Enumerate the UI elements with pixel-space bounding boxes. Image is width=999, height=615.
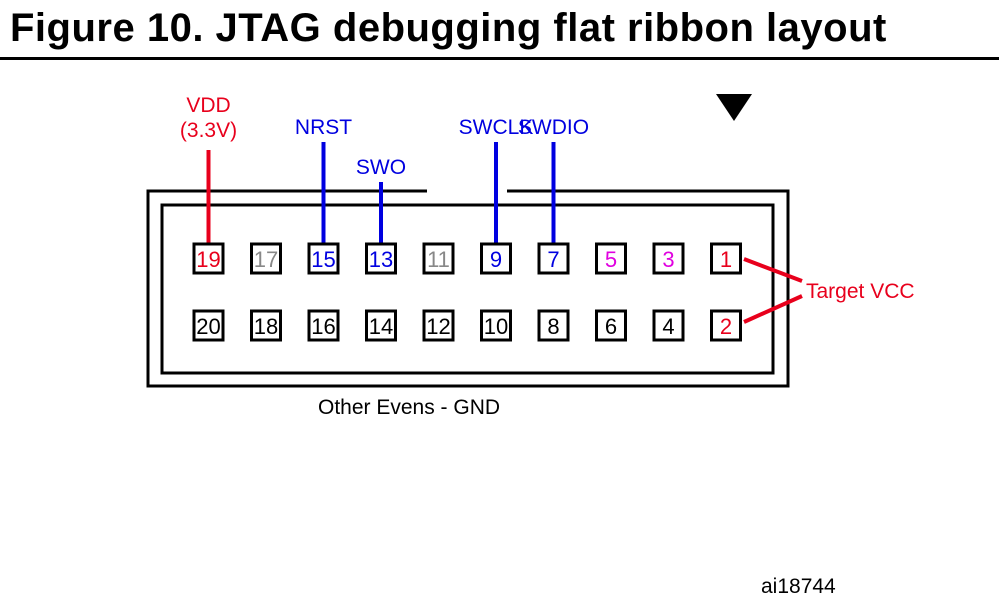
pin-18: 18 bbox=[250, 309, 282, 342]
pin-6-number: 6 bbox=[605, 314, 617, 339]
pin-19-number: 19 bbox=[196, 247, 220, 272]
swdio-label: SWDIO bbox=[518, 116, 589, 139]
figure-id: ai18744 bbox=[761, 575, 836, 598]
pin-8-number: 8 bbox=[547, 314, 559, 339]
swo-label: SWO bbox=[356, 156, 406, 179]
pin-3-box bbox=[652, 242, 685, 275]
pin-10-box bbox=[480, 309, 512, 342]
pin-1: 1 bbox=[710, 242, 742, 275]
vdd-label: VDD bbox=[186, 94, 230, 117]
pin-8: 8 bbox=[537, 309, 570, 342]
pin-18-box bbox=[250, 309, 282, 342]
pin-2-box bbox=[710, 309, 742, 342]
pin-18-number: 18 bbox=[254, 314, 278, 339]
pin-16: 16 bbox=[307, 309, 340, 342]
pin-8-box bbox=[537, 309, 570, 342]
pin-20: 20 bbox=[192, 309, 225, 342]
pin-14-number: 14 bbox=[369, 314, 393, 339]
pin-16-box bbox=[307, 309, 340, 342]
nrst-label: NRST bbox=[295, 116, 352, 139]
pin-4: 4 bbox=[652, 309, 685, 342]
pin-12-box bbox=[422, 309, 455, 342]
pin-13-number: 13 bbox=[369, 247, 393, 272]
pin-17-box bbox=[250, 242, 282, 275]
pin-7-number: 7 bbox=[547, 247, 559, 272]
pin-7-box bbox=[537, 242, 570, 275]
pin-6-box bbox=[595, 309, 627, 342]
pin-11-box bbox=[422, 242, 455, 275]
pin-20-box bbox=[192, 309, 225, 342]
pin-4-box bbox=[652, 309, 685, 342]
pin-9-number: 9 bbox=[490, 247, 502, 272]
pin-16-number: 16 bbox=[311, 314, 335, 339]
pin-12: 12 bbox=[422, 309, 455, 342]
pin-1-number: 1 bbox=[720, 247, 732, 272]
pin-13-box bbox=[365, 242, 397, 275]
pin-2-number: 2 bbox=[720, 314, 732, 339]
pin-9: 9 bbox=[480, 242, 512, 275]
pin-17-number: 17 bbox=[254, 247, 278, 272]
pin-6: 6 bbox=[595, 309, 627, 342]
other-evens-gnd-note: Other Evens - GND bbox=[318, 396, 500, 419]
pin-20-number: 20 bbox=[196, 314, 220, 339]
pin-14: 14 bbox=[365, 309, 397, 342]
pin-11-number: 11 bbox=[427, 247, 450, 272]
title-divider bbox=[0, 57, 999, 60]
pin-1-box bbox=[710, 242, 742, 275]
pin-7: 7 bbox=[537, 242, 570, 275]
swclk-label: SWCLK bbox=[459, 116, 534, 139]
connector-inner-frame bbox=[160, 203, 775, 375]
pin-14-box bbox=[365, 309, 397, 342]
pin-2: 2 bbox=[710, 309, 742, 342]
pin-5: 5 bbox=[595, 242, 627, 275]
pin-12-number: 12 bbox=[426, 314, 450, 339]
pin-5-number: 5 bbox=[605, 247, 617, 272]
pin-17: 17 bbox=[250, 242, 282, 275]
pin-15: 15 bbox=[307, 242, 340, 275]
pin-13: 13 bbox=[365, 242, 397, 275]
pin-3: 3 bbox=[652, 242, 685, 275]
pin-11: 11 bbox=[422, 242, 455, 275]
target-vcc-lead-pin2 bbox=[743, 294, 803, 324]
pin-4-number: 4 bbox=[662, 314, 674, 339]
target-vcc-label: Target VCC bbox=[806, 280, 915, 303]
pin-10-number: 10 bbox=[484, 314, 508, 339]
pin-9-box bbox=[480, 242, 512, 275]
pin-19-box bbox=[192, 242, 225, 275]
figure-title: Figure 10. JTAG debugging flat ribbon la… bbox=[10, 6, 887, 50]
pin-19: 19 bbox=[192, 242, 225, 275]
connector-outer-frame bbox=[146, 189, 790, 388]
vdd-sublabel: (3.3V) bbox=[180, 119, 237, 142]
pin-3-number: 3 bbox=[662, 247, 674, 272]
pin-10: 10 bbox=[480, 309, 512, 342]
pin-15-box bbox=[307, 242, 340, 275]
target-vcc-lead-pin1 bbox=[743, 257, 803, 283]
pin-15-number: 15 bbox=[311, 247, 335, 272]
top-pin-row: 19 17 15 13 11 9 7 5 3 1 bbox=[192, 242, 742, 275]
polarity-key-marker bbox=[716, 94, 752, 121]
pin-5-box bbox=[595, 242, 627, 275]
bottom-pin-row: 20 18 16 14 12 10 8 6 4 2 bbox=[192, 309, 742, 342]
